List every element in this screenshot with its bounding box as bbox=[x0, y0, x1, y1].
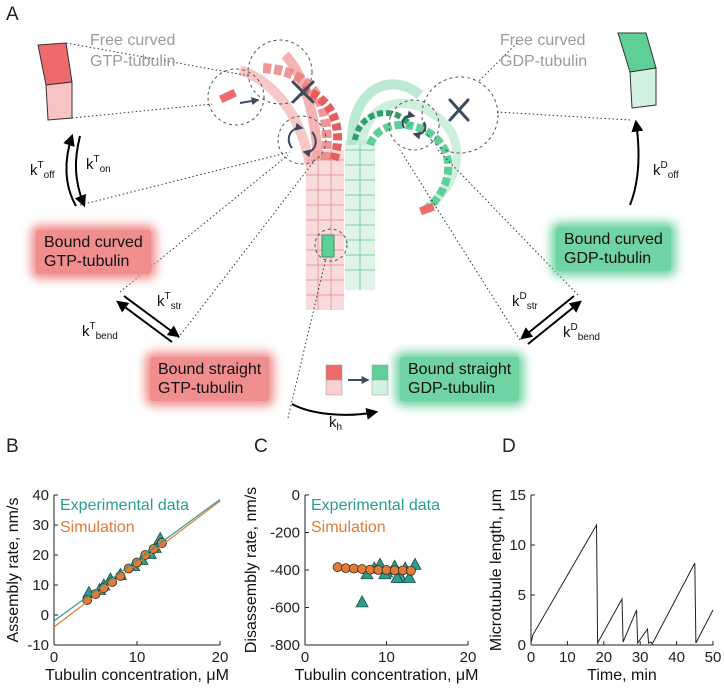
fit-line bbox=[53, 500, 221, 628]
y-tick-label: 0 bbox=[292, 487, 300, 504]
simulation-point bbox=[381, 565, 392, 575]
simulation-point bbox=[365, 564, 376, 575]
rotate-arrow-icon bbox=[302, 131, 317, 158]
x-axis-label: Tubulin concentration, μM bbox=[45, 667, 229, 684]
panel-c-label: C bbox=[254, 436, 268, 457]
simulation-point bbox=[406, 565, 416, 576]
experimental-point bbox=[390, 570, 404, 583]
simulation-point bbox=[389, 565, 400, 576]
rate-kh: kh bbox=[329, 414, 343, 433]
panel-d-label: D bbox=[502, 436, 516, 457]
rate-kstr-gdp: kDstr bbox=[512, 291, 538, 312]
y-tick-label: -10 bbox=[27, 637, 49, 654]
simulation-point bbox=[132, 557, 142, 568]
y-tick-label: 0 bbox=[41, 607, 49, 624]
x-tick-label: 0 bbox=[301, 649, 309, 666]
free-gtp-tubulin-icon bbox=[37, 42, 73, 121]
simulation-point bbox=[340, 563, 351, 574]
rate-koff-gtp: kToff bbox=[30, 160, 55, 181]
y-tick-label: 30 bbox=[32, 517, 49, 534]
zoom-circles bbox=[207, 39, 499, 262]
x-axis-label: Time, min bbox=[587, 667, 657, 684]
x-tick-label: 0 bbox=[50, 649, 58, 666]
simulation-point bbox=[123, 563, 134, 574]
hydrolysis-icon bbox=[325, 364, 389, 396]
rate-kon-gtp: kTon bbox=[86, 154, 111, 175]
rotate-arrow-icon bbox=[401, 110, 416, 129]
kh-arrow bbox=[291, 403, 379, 420]
rate-koff-gdp: kDoff bbox=[653, 160, 679, 181]
simulation-point bbox=[373, 565, 384, 575]
y-tick-label: -600 bbox=[270, 600, 300, 617]
x-tick-label: 30 bbox=[632, 649, 649, 666]
gdp-microtubule bbox=[345, 79, 462, 290]
y-tick-label: 0 bbox=[518, 637, 526, 654]
y-tick-label: 10 bbox=[32, 577, 49, 594]
fit-line bbox=[53, 499, 221, 622]
legend-entry: Simulation bbox=[311, 519, 386, 536]
x-tick-label: 20 bbox=[595, 649, 612, 666]
x-axis-label: Tubulin concentration, μM bbox=[295, 667, 479, 684]
connector-lines bbox=[65, 39, 631, 419]
x-tick-label: 20 bbox=[460, 649, 477, 666]
x-tick-label: 20 bbox=[212, 649, 229, 666]
y-axis-label: Assembly rate, nm/s bbox=[5, 498, 22, 643]
panel-a-label: A bbox=[6, 4, 19, 25]
y-axis-label: Microtubule length, μm bbox=[488, 489, 505, 651]
rate-kbend-gtp: kTbend bbox=[82, 321, 118, 342]
simulation-point bbox=[349, 563, 359, 574]
x-mark-icon bbox=[291, 80, 470, 122]
x-tick-label: 40 bbox=[668, 649, 685, 666]
kstr-kbend-gtp-arrows bbox=[123, 295, 180, 338]
simulation-point bbox=[332, 562, 343, 573]
x-tick-label: 10 bbox=[559, 649, 576, 666]
rate-kstr-gtp: kTstr bbox=[157, 291, 182, 312]
y-tick-label: 20 bbox=[32, 547, 49, 564]
x-tick-label: 50 bbox=[705, 649, 722, 666]
y-tick-label: 40 bbox=[32, 487, 49, 504]
experimental-point bbox=[355, 595, 369, 608]
koff-kon-arrows bbox=[63, 133, 77, 207]
legend-entry: Experimental data bbox=[311, 497, 440, 514]
experimental-point bbox=[402, 570, 416, 583]
y-tick-label: -400 bbox=[270, 562, 300, 579]
x-tick-label: 10 bbox=[129, 649, 146, 666]
hydrolysis-site bbox=[321, 234, 335, 258]
x-tick-label: 10 bbox=[378, 649, 395, 666]
y-axis-label: Disassembly rate, nm/s bbox=[243, 487, 260, 653]
gtp-microtubule bbox=[238, 51, 344, 310]
mechanism-diagram bbox=[37, 32, 657, 420]
binding-arrow-icon bbox=[239, 97, 260, 105]
y-tick-label: 15 bbox=[509, 487, 526, 504]
rate-kbend-gdp: kDbend bbox=[563, 322, 600, 343]
rotate-arrow-icon bbox=[287, 122, 304, 149]
rotate-arrow-icon bbox=[412, 121, 427, 140]
y-tick-label: 10 bbox=[509, 537, 526, 554]
y-tick-label: 5 bbox=[518, 587, 526, 604]
x-tick-label: 0 bbox=[527, 649, 535, 666]
kstr-kbend-gdp-arrows bbox=[520, 295, 575, 340]
legend-entry: Experimental data bbox=[60, 497, 189, 514]
y-tick-label: -200 bbox=[270, 525, 300, 542]
y-tick-label: -800 bbox=[270, 637, 300, 654]
legend-entry: Simulation bbox=[60, 519, 135, 536]
koff-gdp-arrow bbox=[629, 119, 644, 206]
simulation-point bbox=[357, 564, 367, 574]
panel-b-label: B bbox=[6, 436, 19, 457]
length-trace bbox=[530, 523, 714, 646]
free-gdp-tubulin-icon bbox=[617, 32, 657, 109]
simulation-point bbox=[397, 565, 408, 576]
